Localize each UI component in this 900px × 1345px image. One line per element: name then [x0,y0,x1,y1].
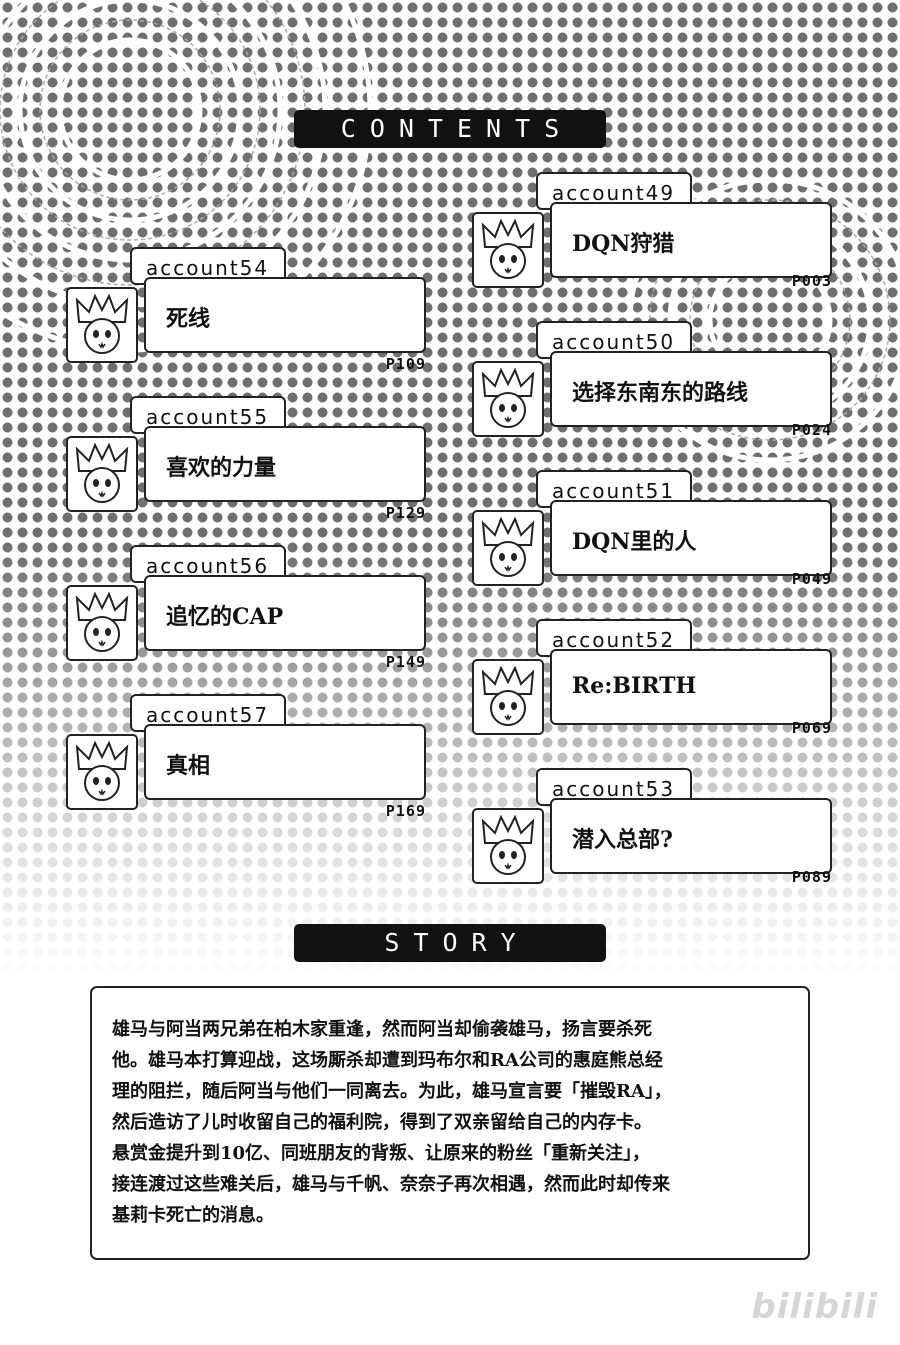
bilibili-watermark: bilibili [751,1287,878,1327]
page-number: P109 [385,355,426,373]
contents-header: CONTENTS [294,110,606,148]
toc-entry[interactable]: account53 潜入总部? P089 [472,768,834,918]
toc-entry[interactable]: account49 DQN狩猎 P003 [472,172,834,322]
crown-face-icon [75,741,129,801]
toc-entry[interactable]: account51 DQN里的人 P049 [472,470,834,620]
avatar [66,734,138,810]
story-box: 雄马与阿当两兄弟在柏木家重逢，然而阿当却偷袭雄马，扬言要杀死 他。雄马本打算迎战… [90,986,810,1260]
chapter-box: 死线 [144,277,426,353]
toc-entry[interactable]: account54 死线 P109 [66,247,428,397]
crown-face-icon [75,592,129,652]
chapter-title: 追忆的CAP [166,604,284,630]
chapter-title: DQN里的人 [572,529,697,555]
avatar [66,287,138,363]
chapter-title: 喜欢的力量 [166,455,277,481]
avatar [472,361,544,437]
chapter-box: 真相 [144,724,426,800]
crown-face-icon [481,815,535,875]
chapter-box: DQN狩猎 [550,202,832,278]
crown-face-icon [481,666,535,726]
avatar [472,808,544,884]
toc-entry[interactable]: account56 追忆的CAP P149 [66,545,428,695]
toc-entry[interactable]: account52 Re:BIRTH P069 [472,619,834,769]
crown-face-icon [75,294,129,354]
story-line: 雄马与阿当两兄弟在柏木家重逢，然而阿当却偷袭雄马，扬言要杀死 [112,1019,652,1040]
chapter-title: Re:BIRTH [572,673,697,699]
chapter-title: DQN狩猎 [572,231,675,257]
chapter-box: 潜入总部? [550,798,832,874]
chapter-title: 选择东南东的路线 [572,380,749,406]
page-number: P003 [791,272,832,290]
story-header: STORY [294,924,606,962]
story-line: 理的阻拦，随后阿当与他们一同离去。为此，雄马宣言要「摧毁RA」， [112,1081,672,1102]
page-number: P024 [791,421,832,439]
story-line: 基莉卡死亡的消息。 [112,1205,274,1226]
toc-entry[interactable]: account55 喜欢的力量 P129 [66,396,428,546]
avatar [472,212,544,288]
chapter-box: 追忆的CAP [144,575,426,651]
avatar [472,510,544,586]
chapter-box: DQN里的人 [550,500,832,576]
chapter-title: 潜入总部? [572,827,673,853]
crown-face-icon [481,517,535,577]
chapter-box: 选择东南东的路线 [550,351,832,427]
chapter-box: Re:BIRTH [550,649,832,725]
story-line: 接连渡过这些难关后，雄马与千帆、奈奈子再次相遇，然而此时却传来 [112,1174,670,1195]
page-number: P149 [385,653,426,671]
page-number: P049 [791,570,832,588]
chapter-box: 喜欢的力量 [144,426,426,502]
crown-face-icon [75,443,129,503]
chapter-title: 真相 [166,753,211,779]
chapter-title: 死线 [166,306,211,332]
toc-entry[interactable]: account50 选择东南东的路线 P024 [472,321,834,471]
avatar [66,436,138,512]
avatar [66,585,138,661]
story-line: 悬赏金提升到10亿、同班朋友的背叛、让原来的粉丝「重新关注」， [112,1143,651,1164]
page-number: P069 [791,719,832,737]
avatar [472,659,544,735]
page-number: P169 [385,802,426,820]
page-number: P089 [791,868,832,886]
story-line: 他。雄马本打算迎战，这场厮杀却遭到玛布尔和RA公司的惠庭熊总经 [112,1050,663,1071]
story-line: 然后造访了儿时收留自己的福利院，得到了双亲留给自己的内存卡。 [112,1112,652,1133]
crown-face-icon [481,368,535,428]
page-number: P129 [385,504,426,522]
toc-entry[interactable]: account57 真相 P169 [66,694,428,844]
crown-face-icon [481,219,535,279]
